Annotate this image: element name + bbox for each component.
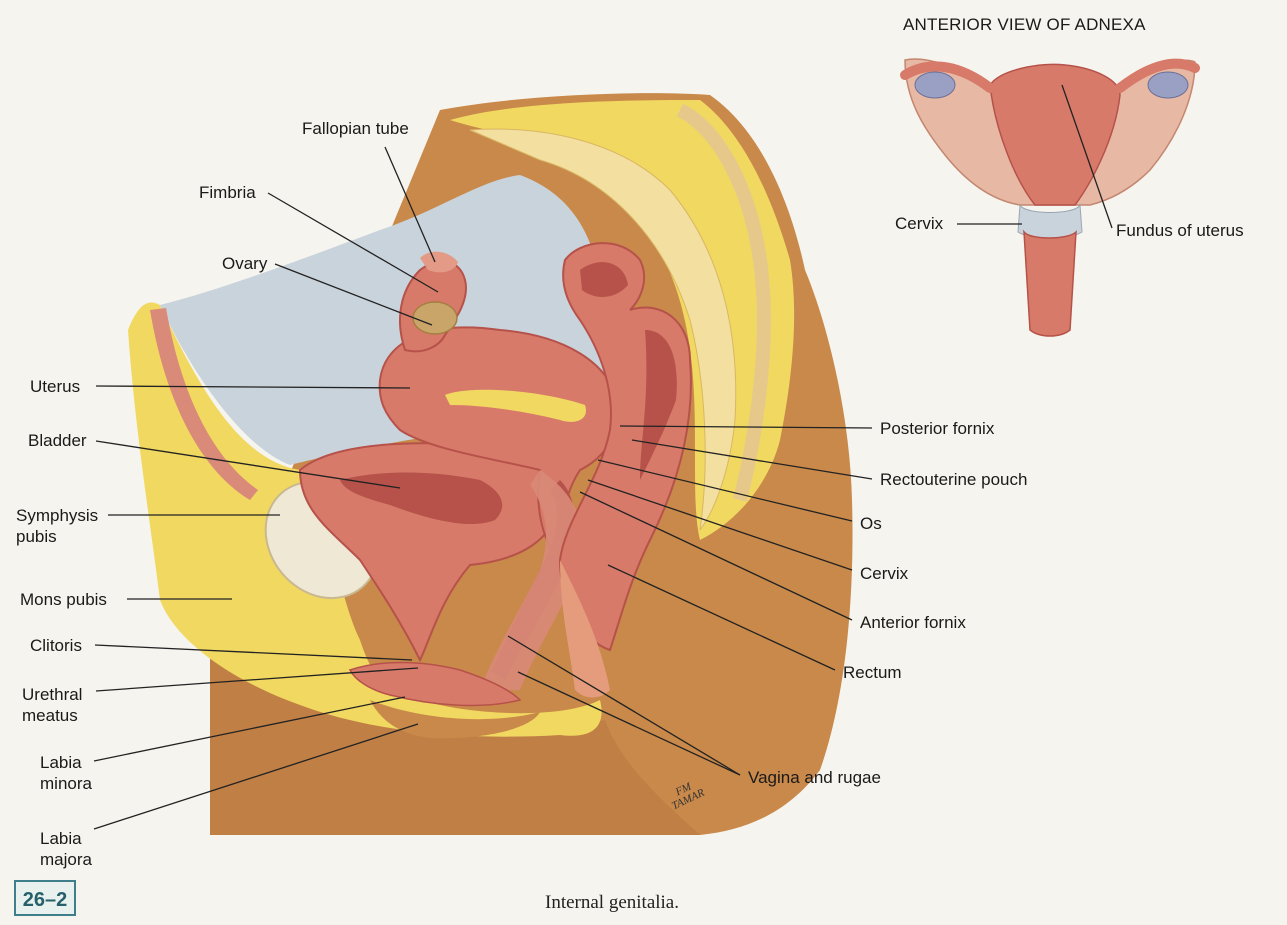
inset-vagina-shape — [1024, 232, 1076, 336]
label-clitoris: Clitoris — [30, 635, 82, 656]
ovary-organ — [413, 302, 457, 334]
label-urethral-meatus: Urethral meatus — [22, 684, 112, 726]
label-mons-pubis: Mons pubis — [20, 589, 107, 610]
figure-caption: Internal genitalia. — [545, 892, 679, 914]
label-labia-minora: Labia minora — [40, 752, 110, 794]
label-symphysis-pubis: Symphysis pubis — [16, 505, 116, 547]
figure-number-badge: 26–2 — [14, 880, 76, 916]
inset-title: ANTERIOR VIEW OF ADNEXA — [903, 15, 1146, 35]
label-uterus: Uterus — [30, 376, 80, 397]
label-inset-fundus: Fundus of uterus — [1116, 220, 1244, 241]
inset-left-ovary — [915, 72, 955, 98]
label-os: Os — [860, 513, 882, 534]
label-fimbria: Fimbria — [199, 182, 256, 203]
label-cervix: Cervix — [860, 563, 908, 584]
label-anterior-fornix: Anterior fornix — [860, 612, 966, 633]
label-ovary: Ovary — [222, 253, 267, 274]
inset-right-ovary — [1148, 72, 1188, 98]
label-labia-majora: Labia majora — [40, 828, 110, 870]
label-posterior-fornix: Posterior fornix — [880, 418, 994, 439]
label-bladder: Bladder — [28, 430, 87, 451]
label-inset-cervix: Cervix — [895, 213, 943, 234]
label-rectouterine-pouch: Rectouterine pouch — [880, 469, 1027, 490]
label-rectum: Rectum — [843, 662, 902, 683]
label-fallopian-tube: Fallopian tube — [302, 118, 409, 139]
label-vagina-and-rugae: Vagina and rugae — [748, 767, 881, 788]
